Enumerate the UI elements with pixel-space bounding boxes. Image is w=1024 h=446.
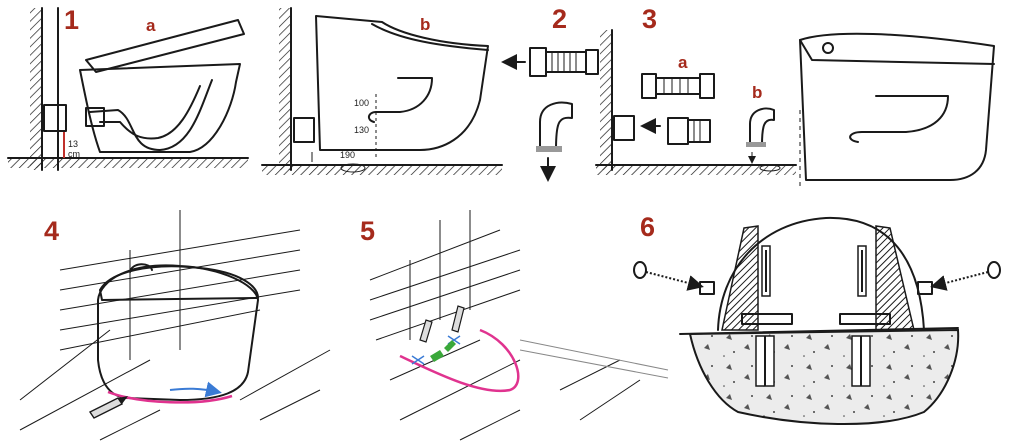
toilet-body — [97, 264, 259, 401]
trap-pipe — [89, 79, 213, 151]
anchor-bolt — [755, 245, 775, 387]
pipe-coupler — [667, 117, 711, 145]
step-4-number: 4 — [44, 216, 59, 246]
step-1-tag: a — [146, 16, 156, 35]
toilet-body — [799, 32, 995, 181]
floor-hatch — [8, 158, 248, 168]
wall-hatch — [30, 8, 42, 170]
side-screw — [633, 261, 715, 295]
elbow-pipe — [536, 101, 573, 152]
mounting-bracket — [839, 313, 891, 325]
pencil-icon — [419, 305, 465, 343]
floor-marker-line — [399, 328, 520, 393]
step-2-number: 2 — [552, 4, 567, 34]
flexible-pipe — [641, 73, 715, 99]
toilet-body — [315, 15, 489, 151]
direction-arrow — [169, 381, 222, 398]
dimension-unit: cm — [68, 149, 80, 159]
trap-pipe — [849, 95, 949, 143]
step-3-number: 3 — [642, 4, 657, 34]
toilet-lid — [99, 265, 259, 301]
step-3-tag-a: a — [678, 53, 688, 72]
step-6-number: 6 — [640, 212, 655, 242]
step-4-panel: 4 — [19, 210, 331, 441]
step-6-panel: 6 — [633, 212, 1001, 425]
toilet-lid — [85, 19, 245, 73]
side-screw — [917, 261, 1001, 295]
toilet-base — [717, 216, 925, 331]
anchor-bolt — [851, 245, 871, 387]
wall-outlet — [293, 117, 315, 143]
mounting-bracket — [741, 313, 793, 325]
toilet-body — [79, 63, 241, 153]
step-3-tag-b: b — [752, 83, 762, 102]
step-2-tag: b — [420, 15, 430, 34]
step-1-panel: 1 a 13 cm — [7, 5, 249, 171]
dimension-value: 13 — [68, 139, 78, 149]
dimension-value: 130 — [354, 125, 369, 135]
flexible-pipe — [529, 47, 599, 77]
dimension-value: 100 — [354, 98, 369, 108]
dimension-value: 190 — [340, 150, 355, 160]
step-2-panel: 2 b 100 130 190 — [261, 4, 599, 182]
trap-pipe — [368, 77, 433, 123]
step-1-number: 1 — [64, 5, 79, 35]
step-5-number: 5 — [360, 216, 375, 246]
pencil-icon — [88, 396, 128, 419]
wall-outlet — [43, 104, 67, 132]
step-5-panel: 5 — [360, 210, 669, 441]
elbow-pipe — [746, 107, 775, 147]
step-3-panel: 3 a b — [595, 4, 995, 190]
floor-marker-line — [107, 390, 233, 404]
trap-pipe-inner — [99, 85, 201, 140]
marker-tip-icon — [430, 340, 456, 362]
concrete-floor — [688, 328, 960, 425]
